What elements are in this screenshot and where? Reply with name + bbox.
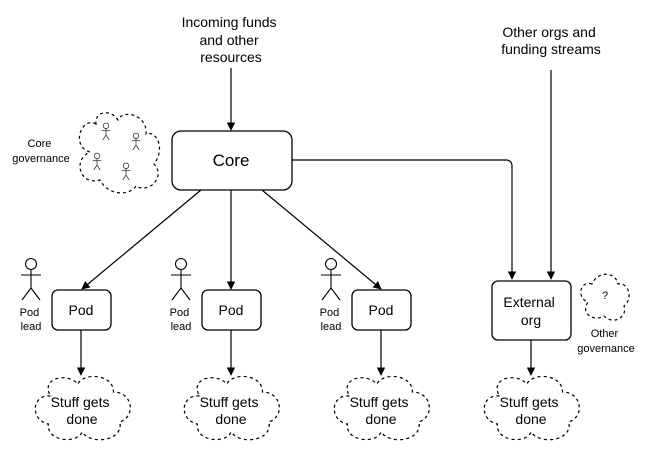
stick-figure-icon xyxy=(101,122,111,141)
pod-box: Pod xyxy=(201,289,262,331)
pod-box: Pod xyxy=(351,289,412,331)
core-box: Core xyxy=(171,130,293,191)
pod-lead-figure-icon xyxy=(321,257,341,301)
outcome-cloud: Stuff gets done xyxy=(183,375,280,441)
pod-lead-figure-icon xyxy=(21,257,41,301)
stick-figure-icon xyxy=(121,162,131,181)
external-org-box: External org xyxy=(491,280,572,341)
core-label: Core xyxy=(213,151,250,170)
arrow-core-to-pod-1 xyxy=(81,189,202,290)
other-governance-label: Other governance xyxy=(577,328,635,355)
pod-label: Pod xyxy=(369,302,394,318)
stick-figure-icon xyxy=(92,152,102,171)
svg-text:Stuff gets done: Stuff gets done xyxy=(500,394,563,427)
stick-figure-icon xyxy=(131,132,141,151)
arrow-core-to-pod-3 xyxy=(261,189,382,290)
pod-lead-label: Pod lead xyxy=(170,307,193,333)
pod-box: Pod xyxy=(51,289,112,331)
outcome-cloud: Stuff gets done xyxy=(483,375,580,441)
pod-lead-label: Pod lead xyxy=(320,307,343,333)
other-governance-cloud: ? xyxy=(580,273,630,321)
outcome-cloud: Stuff gets done xyxy=(34,375,131,441)
pod-label: Pod xyxy=(219,302,244,318)
external-org-label: External org xyxy=(503,294,558,328)
svg-text:Stuff gets done: Stuff gets done xyxy=(350,394,413,427)
other-orgs-label: Other orgs and funding streams xyxy=(501,24,601,57)
outcome-cloud: Stuff gets done xyxy=(333,375,430,441)
svg-text:Stuff gets done: Stuff gets done xyxy=(200,394,263,427)
other-governance-mark: ? xyxy=(602,290,608,302)
core-governance-cloud xyxy=(78,112,160,194)
pod-lead-figure-icon xyxy=(171,257,191,301)
svg-text:Stuff gets done: Stuff gets done xyxy=(51,394,114,427)
arrow-core-to-external-org xyxy=(292,159,517,280)
core-governance-label: Core governance xyxy=(12,138,70,165)
pod-label: Pod xyxy=(69,302,94,318)
pod-lead-label: Pod lead xyxy=(20,307,43,333)
incoming-funds-label: Incoming funds and other resources xyxy=(182,14,281,65)
